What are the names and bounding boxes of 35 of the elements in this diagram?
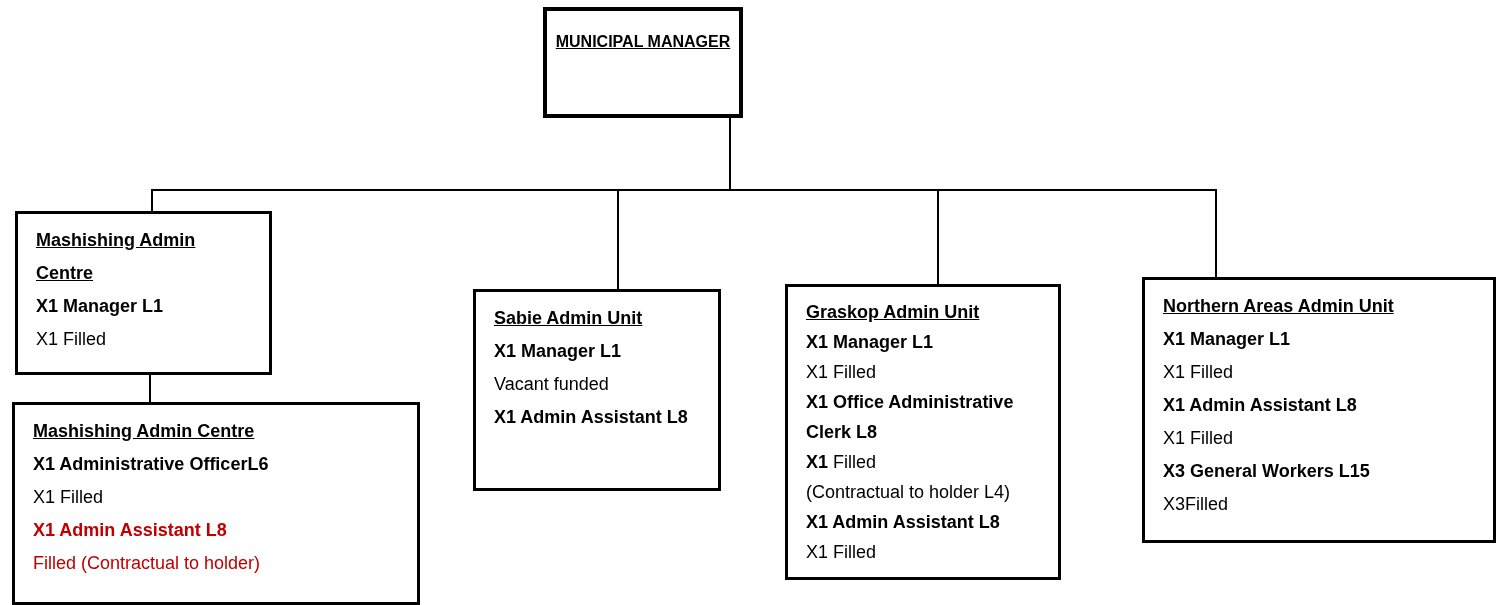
- status-text: X1 Filled: [33, 486, 104, 509]
- org-unit-box: [1142, 277, 1496, 543]
- org-unit-box: [473, 289, 721, 491]
- unit-heading: Northern Areas Admin Unit: [1163, 295, 1394, 318]
- org-unit-box: [15, 211, 272, 375]
- status-text: X1 Filled: [806, 541, 877, 564]
- position-title: X1 Office Administrative Clerk L8: [806, 391, 1015, 444]
- unit-heading: Graskop Admin Unit: [806, 301, 980, 324]
- position-title: X3 General Workers L15: [1163, 460, 1370, 483]
- status-text: X1 Filled: [1163, 361, 1234, 384]
- status-text: Filled (Contractual to holder): [33, 552, 261, 575]
- position-title: X1 Administrative OfficerL6: [33, 453, 269, 476]
- status-text: X1 Filled: [806, 361, 877, 384]
- org-unit-box: [12, 402, 420, 605]
- unit-heading: MUNICIPAL MANAGER: [555, 32, 731, 52]
- position-title: X1 Admin Assistant L8: [33, 519, 227, 542]
- position-title: X1 Admin Assistant L8: [806, 511, 1000, 534]
- position-title: X1 Admin Assistant L8: [1163, 394, 1357, 417]
- status-text: X1 Filled: [1163, 427, 1234, 450]
- status-text: Vacant funded: [494, 373, 609, 396]
- org-unit-box: [785, 284, 1061, 580]
- unit-heading: Mashishing Admin Centre: [33, 420, 255, 443]
- position-title: X1 Admin Assistant L8: [494, 406, 688, 429]
- position-title: X1 Manager L1: [494, 340, 622, 363]
- status-text: (Contractual to holder L4): [806, 481, 1011, 504]
- unit-heading: Mashishing Admin Centre: [36, 229, 197, 285]
- unit-heading: Sabie Admin Unit: [494, 307, 643, 330]
- position-title: X1 Manager L1: [36, 295, 164, 318]
- status-text: X1 Filled: [36, 328, 107, 351]
- connector-line: [149, 374, 151, 403]
- position-title: X1 Manager L1: [806, 331, 934, 354]
- status-text: X1 Filled: [806, 451, 877, 474]
- org-unit-box: [543, 7, 743, 118]
- position-title: X1 Manager L1: [1163, 328, 1291, 351]
- status-text: X3Filled: [1163, 493, 1229, 516]
